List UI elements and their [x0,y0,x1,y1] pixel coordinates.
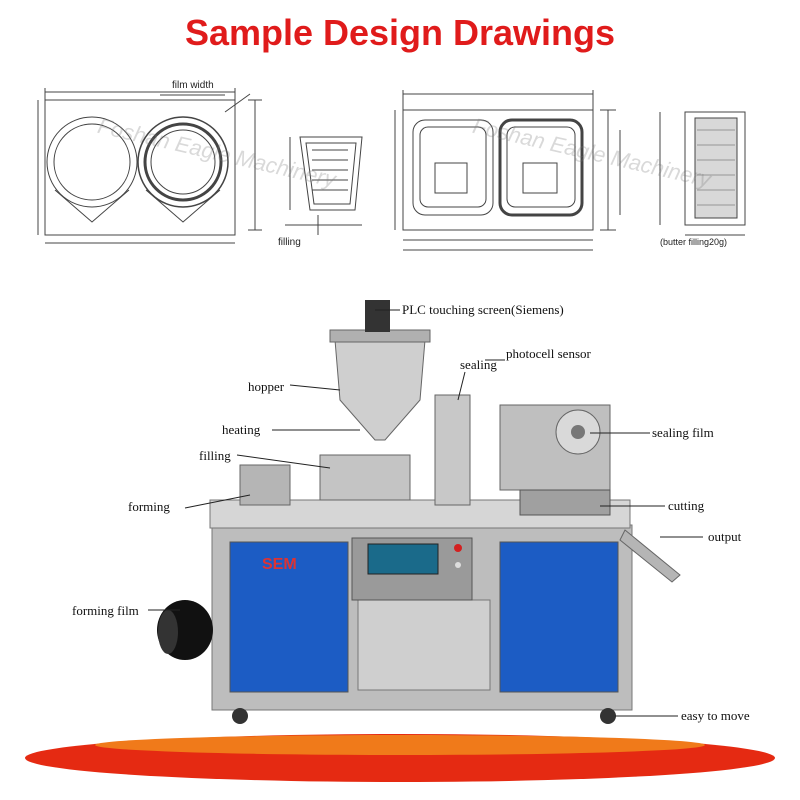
butter-filling-label: (butter filling20g) [660,237,728,247]
output-chute [619,529,681,583]
left-window [229,541,349,693]
callout-lines [148,309,703,717]
callout-plc: PLC touching screen(Siemens) [402,302,564,317]
callout-hopper: hopper [248,379,285,394]
tray-hatching [697,129,735,206]
drawing-square-tray [394,90,746,251]
hopper [334,339,426,441]
callout-forming: forming [128,499,170,514]
callout-heating: heating [222,422,261,437]
callout-cutting: cutting [668,498,705,513]
right-window [499,541,619,693]
filling-drawing-label: filling [278,237,301,248]
wheel-left [232,708,248,724]
callout-forming-film: forming film [72,603,139,618]
filling-station [319,454,411,501]
base-platform-highlight [95,735,705,755]
brand-logo: SEM [262,556,297,573]
callout-photocell: photocell sensor [506,346,591,361]
cutting-station [519,489,611,516]
forming-film-roll-face [158,610,178,654]
callout-output: output [708,529,742,544]
indicator-light [455,562,461,568]
drawing-round-cup [37,88,363,244]
callout-filling: filling [199,448,231,463]
page-title: Sample Design Drawings [184,12,616,53]
callout-sealing: sealing [460,357,497,372]
sealing-film-core [571,425,585,439]
film-width-label: film width [172,80,214,91]
forming-station [239,464,291,506]
center-door [357,599,491,691]
callout-sealing-film: sealing film [652,425,714,440]
callout-easy-to-move: easy to move [681,708,750,723]
wheel-right [600,708,616,724]
hopper-motor [365,300,390,332]
plc-screen [367,543,439,575]
emergency-stop-button [454,544,462,552]
sealing-station [434,394,471,506]
